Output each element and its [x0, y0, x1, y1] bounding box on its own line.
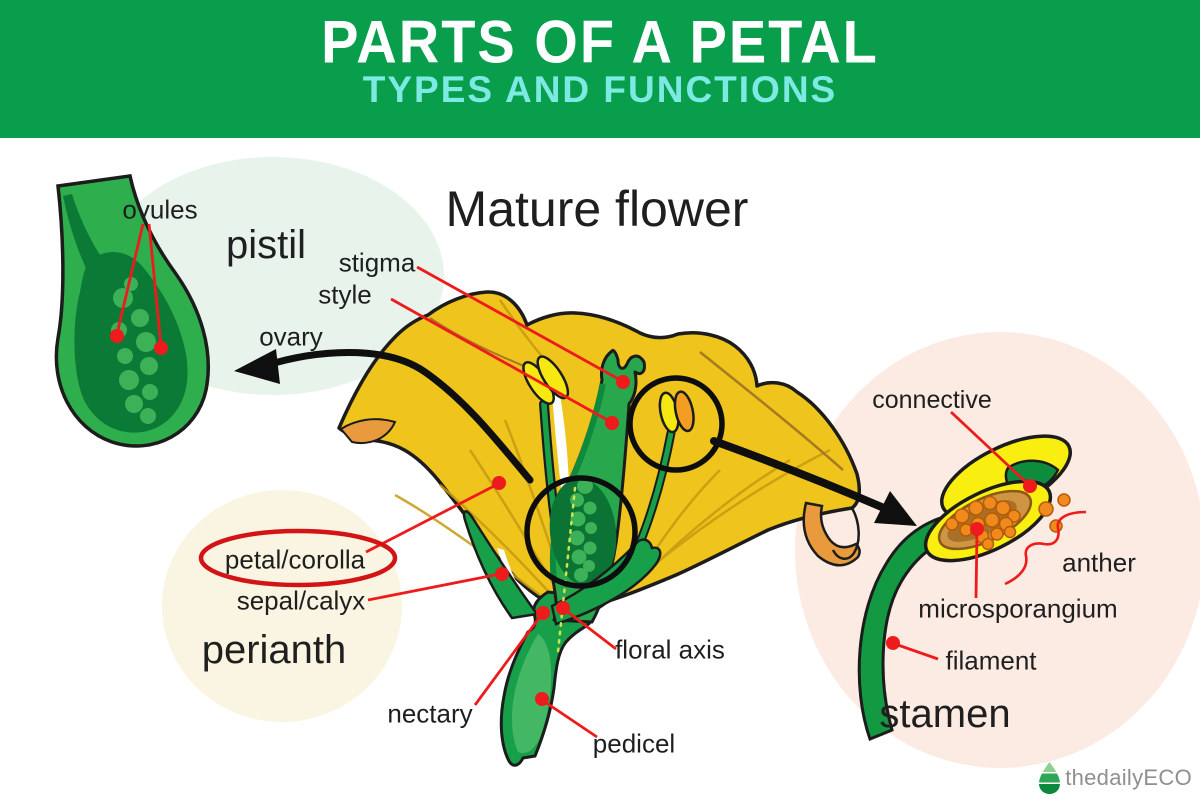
header-banner: PARTS OF A PETAL TYPES AND FUNCTIONS	[0, 0, 1200, 138]
diagram-title: Mature flower	[445, 180, 749, 237]
perianth-group-background	[162, 490, 402, 722]
leaf-icon	[1039, 762, 1061, 794]
mature-flower-illustration	[337, 290, 862, 767]
label-microsporangium: microsporangium	[918, 593, 1118, 624]
ovary-cross-section	[54, 174, 210, 448]
sepal-left	[462, 510, 540, 620]
leader-dots	[110, 329, 1037, 706]
label-stamen-group: stamen	[879, 692, 1011, 736]
stamen-detail	[857, 434, 1073, 741]
logo-text: thedailyECO	[1065, 765, 1192, 790]
zoom-arrow-to-ovary	[234, 349, 534, 484]
label-anther: anther	[1062, 547, 1136, 578]
petal-corolla-emphasis-oval	[198, 528, 398, 588]
ovary-ovule-chain	[569, 478, 597, 582]
label-pedicel: pedicel	[592, 728, 676, 759]
ovary-interior	[549, 478, 617, 586]
label-perianth-group: perianth	[201, 628, 347, 672]
label-petal-corolla: petal/corolla	[224, 544, 366, 575]
label-style: style	[318, 279, 372, 310]
petal-underside-left	[339, 418, 397, 444]
zoom-arrow-to-stamen	[710, 437, 917, 526]
label-stigma: stigma	[338, 247, 416, 278]
label-ovules: ovules	[122, 194, 198, 225]
label-connective: connective	[872, 385, 992, 414]
stamen-highlight-circle	[627, 375, 725, 473]
label-floral-axis: floral axis	[615, 634, 725, 665]
label-ovary: ovary	[259, 321, 323, 352]
label-filament: filament	[945, 645, 1037, 676]
anther-brace	[1004, 510, 1087, 586]
label-pistil-group: pistil	[225, 223, 307, 267]
page-subtitle: TYPES AND FUNCTIONS	[362, 69, 838, 110]
circled-anther	[658, 390, 695, 434]
page-title: PARTS OF A PETAL	[321, 7, 879, 76]
label-sepal-calyx: sepal/calyx	[236, 585, 366, 616]
site-logo: thedailyECO	[1039, 762, 1192, 794]
floral-axis-line	[556, 486, 577, 654]
leader-lines	[115, 223, 1087, 739]
petal-curl-right	[802, 501, 861, 567]
label-nectary: nectary	[387, 698, 473, 729]
ovary-highlight-circle	[524, 475, 638, 589]
